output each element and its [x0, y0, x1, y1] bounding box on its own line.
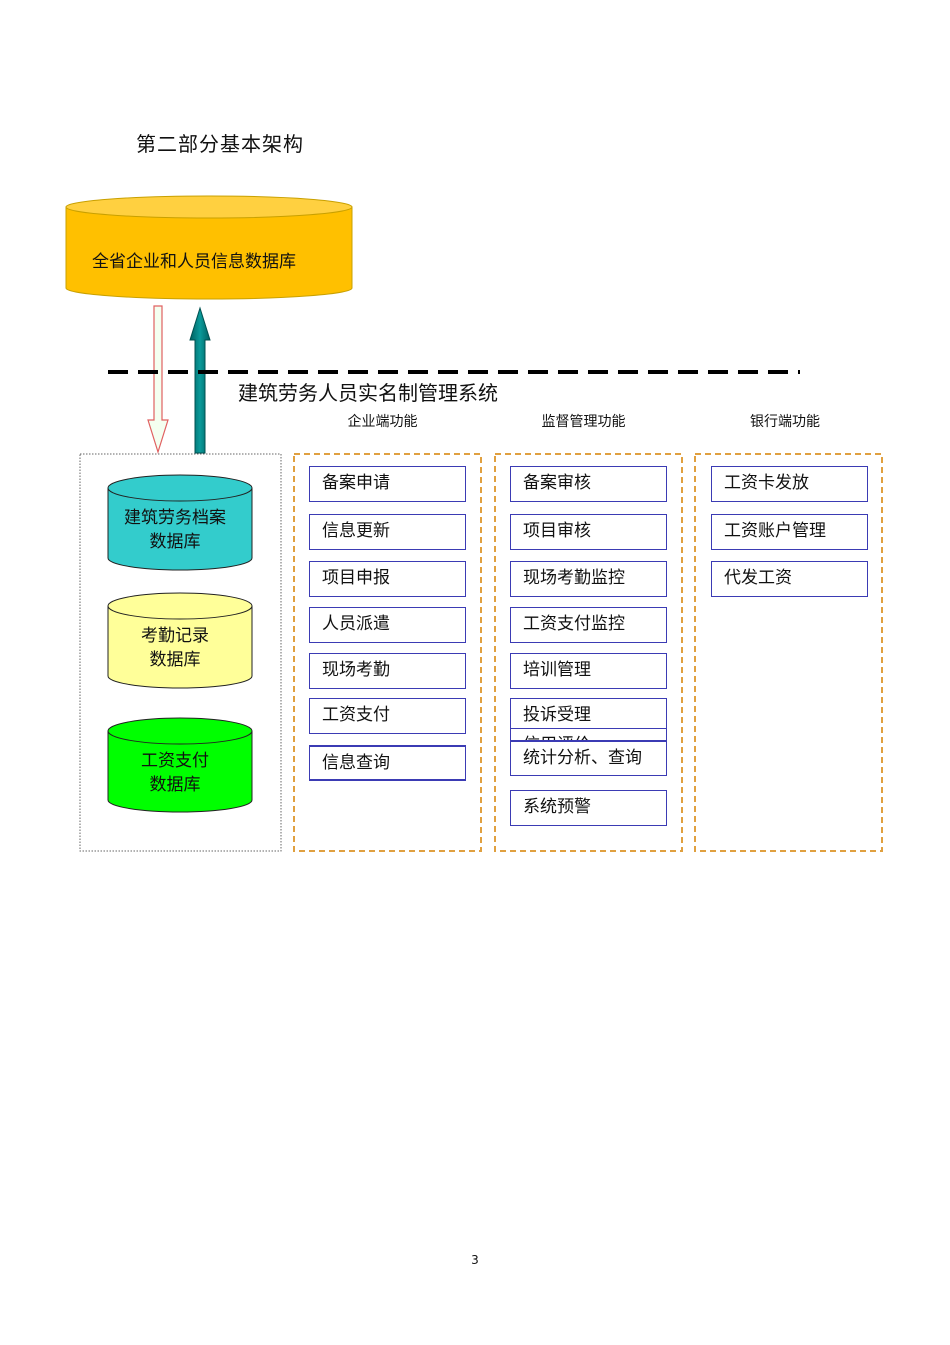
archive-database-cylinder — [107, 474, 253, 571]
enterprise-function-box: 人员派遣 — [309, 607, 466, 643]
bank-function-box: 工资卡发放 — [711, 466, 868, 502]
supervision-function-box: 系统预警 — [510, 790, 667, 826]
supervision-column-header: 监督管理功能 — [541, 414, 626, 430]
down-arrow — [147, 305, 169, 455]
bank-function-box: 代发工资 — [711, 561, 868, 597]
up-arrow — [189, 306, 211, 454]
supervision-function-box: 现场考勤监控 — [510, 561, 667, 597]
archive-database-label: 建筑劳务档案 数据库 — [124, 508, 226, 552]
supervision-function-box: 项目审核 — [510, 514, 667, 550]
attendance-database-cylinder — [107, 592, 253, 689]
bank-group-border — [694, 453, 883, 852]
wage-database-cylinder — [107, 717, 253, 813]
main-database-cylinder — [65, 195, 353, 300]
enterprise-function-box: 信息更新 — [309, 514, 466, 550]
page-number: 3 — [471, 1253, 479, 1267]
enterprise-function-box: 项目申报 — [309, 561, 466, 597]
supervision-group-border — [494, 453, 683, 852]
enterprise-group-border — [293, 453, 482, 852]
main-database-label: 全省企业和人员信息数据库 — [92, 252, 296, 272]
database-group-border — [79, 453, 282, 852]
enterprise-function-box: 备案申请 — [309, 466, 466, 502]
wage-database-label: 工资支付 数据库 — [141, 751, 209, 795]
system-title: 建筑劳务人员实名制管理系统 — [238, 381, 498, 405]
attendance-database-label: 考勤记录 数据库 — [141, 626, 209, 670]
supervision-function-box: 统计分析、查询 — [510, 740, 667, 776]
section-title: 第二部分基本架构 — [136, 132, 304, 156]
bank-function-box: 工资账户管理 — [711, 514, 868, 550]
enterprise-function-box: 工资支付 — [309, 698, 466, 734]
enterprise-function-box: 信息查询 — [309, 745, 466, 781]
enterprise-function-box: 现场考勤 — [309, 653, 466, 689]
supervision-function-box: 培训管理 — [510, 653, 667, 689]
bank-column-header: 银行端功能 — [750, 414, 820, 430]
enterprise-column-header: 企业端功能 — [347, 414, 418, 430]
supervision-function-box: 备案审核 — [510, 466, 667, 502]
supervision-function-box: 工资支付监控 — [510, 607, 667, 643]
